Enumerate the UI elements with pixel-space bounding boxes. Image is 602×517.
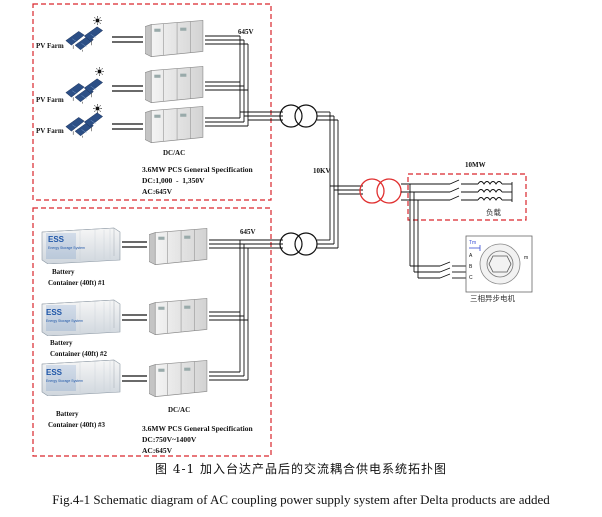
motor-label: 三相异步电机 <box>470 293 515 303</box>
system-topology-diagram: PV Farm PV Farm PV Farm 645V DC/AC 3.6MW… <box>32 3 533 457</box>
tx1-hv-links <box>317 111 338 121</box>
motor-terminal-c: C <box>469 275 473 281</box>
pv-farm-label: PV Farm <box>36 96 64 104</box>
motor-terminal-b: B <box>469 264 473 270</box>
battery-container-3: ESS Energy Storage System Battery Contai… <box>41 359 121 429</box>
motor-terminal-tm: Tm <box>469 240 476 246</box>
figure-caption-en: Fig.4-1 Schematic diagram of AC coupling… <box>52 492 550 507</box>
load-switches <box>449 179 478 201</box>
pv-transformer-icon <box>279 104 318 128</box>
ess-voltage-label: 645V <box>240 228 256 236</box>
ess-badge: ESS <box>48 235 65 244</box>
battery-label-line2: Container (40ft) #1 <box>48 279 106 287</box>
ess-pcs-cabinet-3 <box>149 359 208 398</box>
pv-farm-row-1: PV Farm <box>36 16 103 52</box>
grid-transformer-icon <box>359 178 402 204</box>
ess-subtitle: Energy Storage System <box>46 319 83 323</box>
bus-voltage-label: 10KV <box>313 167 331 175</box>
ess-container-icon <box>41 299 121 336</box>
battery-label-line1: Battery <box>52 268 75 276</box>
load-rating-label: 10MW <box>465 161 486 169</box>
solar-panel-icon <box>65 26 103 52</box>
pv-farm-label: PV Farm <box>36 127 64 135</box>
ess-badge: ESS <box>46 308 63 317</box>
pv-region-box <box>32 3 272 201</box>
tx2-hv-links <box>317 239 338 249</box>
async-motor-block: Tm A B C m <box>465 235 533 293</box>
pv-voltage-label: 645V <box>238 28 254 36</box>
pv-spec-dc: DC:1,000 - 1,350V <box>142 176 205 185</box>
ess-region-box <box>32 207 272 457</box>
motor-terminal-a: A <box>469 253 473 259</box>
battery-label-line1: Battery <box>56 410 79 418</box>
battery-label-line1: Battery <box>50 339 73 347</box>
pv-spec-title: 3.6MW PCS General Specification <box>142 165 254 174</box>
pv-pcs-cabinet-1 <box>145 19 204 58</box>
pv-spec-ac: AC:645V <box>142 187 173 196</box>
figure-caption-cn: 图 4-1 加入台达产品后的交流耦合供电系统拓扑图 <box>155 462 447 476</box>
ess-pcs-cabinet-2 <box>149 297 208 336</box>
pv-converter-label: DC/AC <box>163 149 185 157</box>
ess-spec-ac: AC:645V <box>142 446 173 455</box>
load-label: 负载 <box>486 207 501 217</box>
ess-spec-title: 3.6MW PCS General Specification <box>142 424 254 433</box>
10kv-bus <box>329 112 363 248</box>
battery-label-line2: Container (40ft) #3 <box>48 421 106 429</box>
motor-terminal-m: m <box>524 255 528 261</box>
sun-icon <box>95 67 104 76</box>
ess-badge: ESS <box>46 368 63 377</box>
pv-farm-row-3: PV Farm <box>36 104 103 138</box>
inductor-icon <box>477 181 513 202</box>
ess-container-icon <box>41 359 121 396</box>
ess-transformer-icon <box>279 232 318 256</box>
ess-spec-dc: DC:750V~1400V <box>142 435 197 444</box>
battery-container-1: ESS Energy Storage System Battery Contai… <box>41 227 121 287</box>
pv-farm-label: PV Farm <box>36 42 64 50</box>
load-region-box <box>407 173 527 221</box>
ess-converter-label: DC/AC <box>168 406 190 414</box>
solar-panel-icon <box>65 112 103 138</box>
ess-dc-links <box>122 241 147 382</box>
pv-dc-links <box>112 36 143 130</box>
ess-pcs-cabinet-1 <box>149 227 208 266</box>
load-wiring <box>401 183 450 278</box>
pv-pcs-cabinet-2 <box>145 65 204 104</box>
ess-ac-wiring <box>209 239 283 381</box>
motor-switches <box>410 261 466 279</box>
sun-icon <box>93 16 102 25</box>
pv-pcs-cabinet-3 <box>145 105 204 144</box>
ess-subtitle: Energy Storage System <box>46 379 83 383</box>
pv-farm-row-2: PV Farm <box>36 67 104 104</box>
ess-subtitle: Energy Storage System <box>48 246 85 250</box>
sun-icon <box>93 104 102 113</box>
solar-panel-icon <box>65 78 103 104</box>
pv-ac-wiring <box>205 35 283 127</box>
battery-container-2: ESS Energy Storage System Battery Contai… <box>41 299 121 358</box>
battery-label-line2: Container (40ft) #2 <box>50 350 108 358</box>
